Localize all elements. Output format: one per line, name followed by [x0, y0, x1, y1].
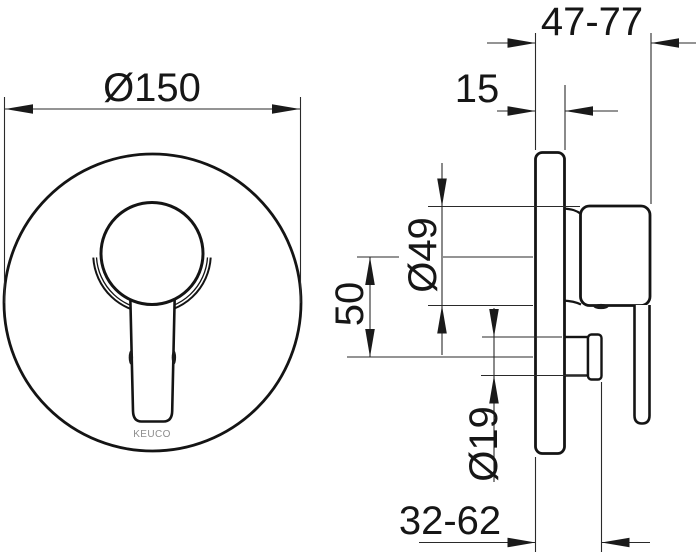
handle-lever-stem-fill: [130, 295, 175, 422]
dim-projection-range-lines: [419, 382, 650, 552]
dim-center-distance-lines: [347, 256, 533, 358]
dim-knob-diameter: Ø49: [401, 163, 580, 355]
dim-center-distance-label: 50: [328, 282, 372, 327]
arrowhead-left: [5, 104, 33, 114]
dim-depth-range-label: 47-77: [541, 0, 643, 44]
side-plate: [534, 151, 566, 455]
arrowhead-right: [507, 106, 536, 116]
dim-plate-thickness-lines: [497, 85, 618, 150]
arrowhead-down: [489, 309, 499, 337]
dim-plate-diameter-lines: [3, 97, 302, 303]
dim-depth-range: 47-77: [487, 0, 696, 204]
side-view: [534, 151, 652, 455]
side-lever: [633, 305, 651, 425]
dim-knob-diameter-label: Ø49: [401, 217, 445, 293]
side-knob-detail: [593, 303, 609, 310]
side-pipe-cap: [586, 333, 603, 381]
arrowhead-left: [601, 537, 630, 548]
arrowhead-down: [365, 329, 375, 357]
side-knob: [579, 204, 652, 307]
arrowhead-up: [489, 375, 499, 404]
arrowhead-right: [507, 537, 536, 548]
arrowhead-down: [437, 178, 447, 207]
dim-pipe-diameter-label: Ø19: [462, 406, 506, 482]
dim-plate-thickness-label: 15: [455, 67, 500, 111]
arrowhead-up: [365, 257, 375, 285]
lever-side-marker-left: [128, 350, 134, 365]
dim-pipe-diameter: Ø19: [462, 308, 586, 482]
dimensions: Ø150 47-77 15 Ø49 50: [3, 0, 696, 552]
dim-plate-diameter: Ø150: [3, 66, 302, 303]
arrowhead-up: [437, 305, 447, 334]
dim-depth-range-lines: [487, 33, 696, 204]
handle-knob-circle: [99, 201, 205, 306]
dim-projection-range: 32-62: [399, 382, 650, 552]
dim-center-distance: 50: [328, 256, 533, 358]
dim-plate-thickness: 15: [455, 67, 618, 150]
handle-lever-stem: [129, 296, 176, 423]
brand-logo-text: KEUCO: [133, 429, 171, 440]
arrowhead-right: [272, 104, 300, 114]
dim-projection-range-label: 32-62: [399, 499, 501, 543]
lever-side-marker-right: [171, 350, 177, 365]
arrowhead-right: [507, 38, 536, 48]
dim-plate-diameter-label: Ø150: [103, 66, 201, 110]
front-view: KEUCO: [2, 152, 303, 453]
arrowhead-left: [651, 38, 679, 48]
arrowhead-left: [565, 106, 593, 116]
side-pipe: [560, 335, 590, 377]
